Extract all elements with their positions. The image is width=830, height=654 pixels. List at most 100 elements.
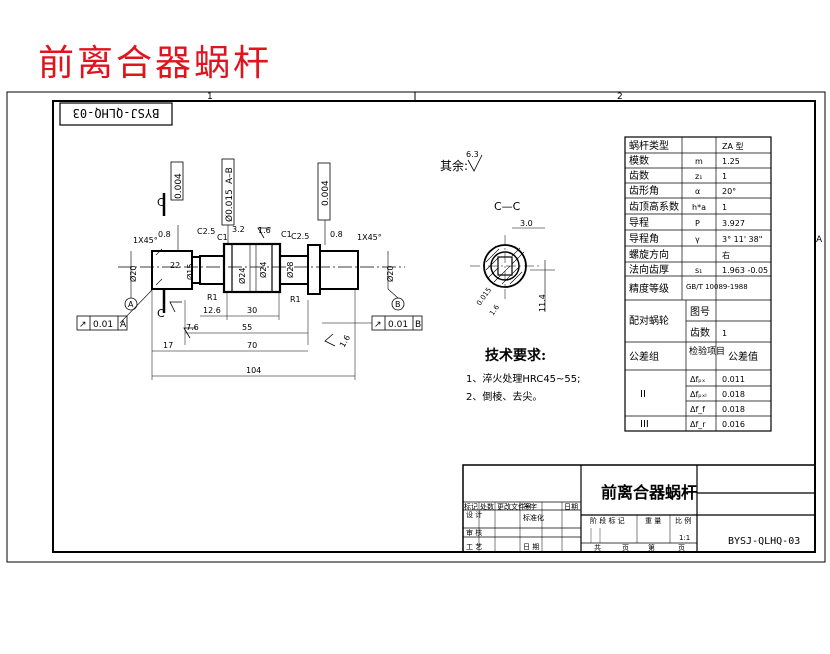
- row-value: 3.927: [722, 219, 745, 228]
- row-value: 1: [722, 203, 727, 212]
- tol-row-symbol: Δf_f: [690, 405, 705, 414]
- tech-req-heading: 技术要求:: [485, 347, 546, 364]
- title-label: 设 计: [466, 510, 482, 519]
- row-value: 3° 11' 38": [722, 235, 762, 244]
- dim-len-126: 12.6: [203, 306, 221, 315]
- mating-label: 配对蜗轮: [629, 314, 669, 327]
- shaft-view: [118, 193, 405, 380]
- row-label: 齿数: [629, 169, 649, 182]
- title-drawing-no: BYSJ-QLHQ-03: [728, 536, 800, 547]
- title-stage-label: 比 例: [675, 516, 691, 525]
- group-ii: II: [640, 389, 646, 400]
- tol-row-value: 0.018: [722, 405, 745, 414]
- title-stage-label: 阶 段 标 记: [590, 516, 625, 525]
- dim-len-22: 22: [170, 261, 180, 270]
- tech-req-item-2: 2、倒棱、去尖。: [466, 390, 542, 403]
- title-stage-label: 重 量: [645, 517, 661, 525]
- section-mark-top: C: [157, 196, 165, 209]
- section-ra: 1.6: [488, 303, 501, 317]
- row-label: 模数: [629, 154, 649, 167]
- outer-border: [6, 91, 826, 563]
- dim-chamfer-right: 1X45°: [357, 233, 382, 242]
- dim-c25-left: C2.5: [197, 227, 215, 236]
- dim-chamfer-left: 1X45°: [133, 236, 158, 245]
- datum-a-label: A: [128, 300, 134, 309]
- title-sheet-label: 页: [678, 544, 685, 552]
- group-iii: III: [640, 419, 649, 430]
- dim-dia-c: Ø28: [285, 262, 295, 278]
- fcf-top-mid: Ø0.015 A–B: [221, 158, 235, 226]
- row-value: ZA 型: [722, 142, 744, 151]
- dim-len-104: 104: [246, 366, 261, 375]
- fcf-top-right-value: 0.004: [321, 180, 331, 206]
- section-label: C—C: [494, 200, 521, 213]
- row-value: 20°: [722, 187, 736, 196]
- section-cc: 其余: 6.3 C—C 3.0 11.4 0.015 1.6: [440, 150, 555, 317]
- title-header: 标记: [464, 502, 478, 511]
- dim-r1-right: R1: [290, 295, 301, 304]
- title-block: [462, 464, 816, 553]
- fcf-bottom-right-symbol: ↗: [374, 320, 382, 330]
- fcf-bottom-right-datum: B: [415, 320, 421, 330]
- title-sheet-label: 共: [594, 543, 601, 552]
- row-value: 1.25: [722, 157, 740, 166]
- title-label: 日 期: [523, 543, 539, 551]
- row-label: 导程: [629, 217, 649, 229]
- param-table: [624, 136, 772, 432]
- dim-ra-low: 1.6: [338, 333, 352, 349]
- row-label: 精度等级: [629, 282, 669, 295]
- row-symbol: h*a: [692, 203, 706, 212]
- title-header: 日期: [564, 503, 578, 511]
- section-depth: 11.4: [538, 294, 547, 312]
- title-label: 审 核: [466, 528, 482, 537]
- row-symbol: γ: [695, 235, 700, 244]
- zone-1: 1: [207, 92, 213, 102]
- fcf-bottom-right: ↗ 0.01 B: [371, 315, 423, 331]
- dim-c25-right: C2.5: [291, 232, 309, 241]
- fcf-top-mid-value: Ø0.015: [224, 189, 235, 222]
- tol-row-symbol: Δfₚₓ: [690, 375, 706, 384]
- zone-a: A: [816, 235, 823, 245]
- title-header: 签字: [523, 502, 537, 511]
- tol-group-label: 公差组: [629, 350, 659, 363]
- dim-dia-mid: Ø15: [185, 264, 195, 280]
- row-label: 齿顶高系数: [629, 200, 679, 213]
- fcf-bottom-left-symbol: ↗: [79, 320, 87, 330]
- param-table-text: 蜗杆类型 ZA 型 模数 m 1.25 齿数 z₁ 1 齿形角 α 20° 齿顶…: [629, 139, 768, 430]
- row-symbol: α: [695, 187, 700, 196]
- title-scale: 1:1: [679, 534, 690, 542]
- fcf-bottom-right-value: 0.01: [388, 320, 408, 330]
- dim-dia-a: Ø24: [237, 268, 247, 284]
- section-mark-bottom: C: [157, 307, 165, 320]
- datum-b-label: B: [395, 300, 401, 309]
- title-label: 标准化: [523, 513, 544, 522]
- inner-border: [52, 100, 816, 553]
- fcf-bottom-left-value: 0.01: [93, 320, 113, 330]
- dim-len-17: 17: [163, 341, 173, 350]
- surface-note-ra: 6.3: [466, 150, 479, 159]
- dim-len-55: 55: [242, 323, 252, 332]
- rotated-drawing-no: BYSJ-QLHQ-03: [73, 106, 160, 120]
- dim-ra-32: 3.2: [232, 225, 245, 234]
- row-symbol: s₁: [695, 266, 702, 275]
- dim-dia-b: Ø24: [258, 262, 268, 278]
- dim-c1-left: C1: [217, 233, 228, 242]
- row-label: 法向齿厚: [629, 263, 669, 276]
- fcf-top-left: 0.004: [170, 161, 184, 201]
- title-header: 处数: [480, 502, 494, 511]
- title-sheet-label: 第: [648, 543, 655, 552]
- inspect-label: 检验项目: [689, 345, 725, 357]
- title-header: 更改文件号: [497, 502, 532, 511]
- row-label: 导程角: [629, 233, 659, 245]
- dim-ra-08-left: 0.8: [158, 230, 171, 239]
- section-keyway-width: 3.0: [520, 219, 533, 228]
- fcf-top-mid-datum: A–B: [225, 167, 235, 184]
- fcf-top-left-value: 0.004: [174, 173, 184, 199]
- page-title: 前离合器蜗杆: [38, 43, 273, 84]
- tol-value-label: 公差值: [728, 350, 758, 363]
- dim-len-70: 70: [247, 341, 257, 350]
- mating-row-value: 1: [722, 329, 727, 338]
- row-value: 1.963 -0.05: [722, 266, 768, 275]
- section-width-tol: 0.015: [475, 286, 493, 307]
